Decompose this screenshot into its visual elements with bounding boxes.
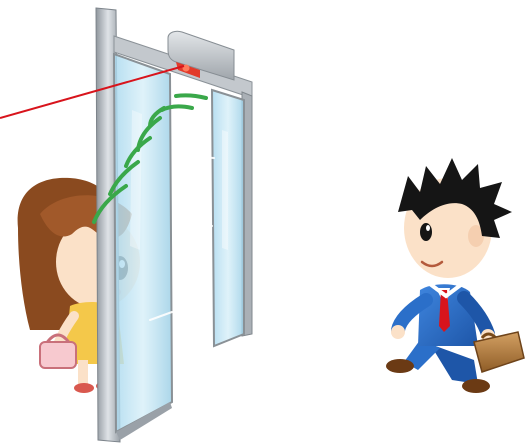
man-eye — [420, 223, 432, 241]
glass-reflection-1 — [130, 110, 142, 250]
man-shoe-back — [462, 379, 490, 393]
man-hand-back — [391, 325, 405, 339]
businessman-figure — [386, 158, 524, 393]
man-eye-highlight — [426, 225, 430, 231]
girl-leg-left — [78, 360, 88, 386]
girl-shoe-left — [74, 383, 94, 393]
man-shoe-front — [386, 359, 414, 373]
glass-reflection-2 — [222, 130, 228, 250]
